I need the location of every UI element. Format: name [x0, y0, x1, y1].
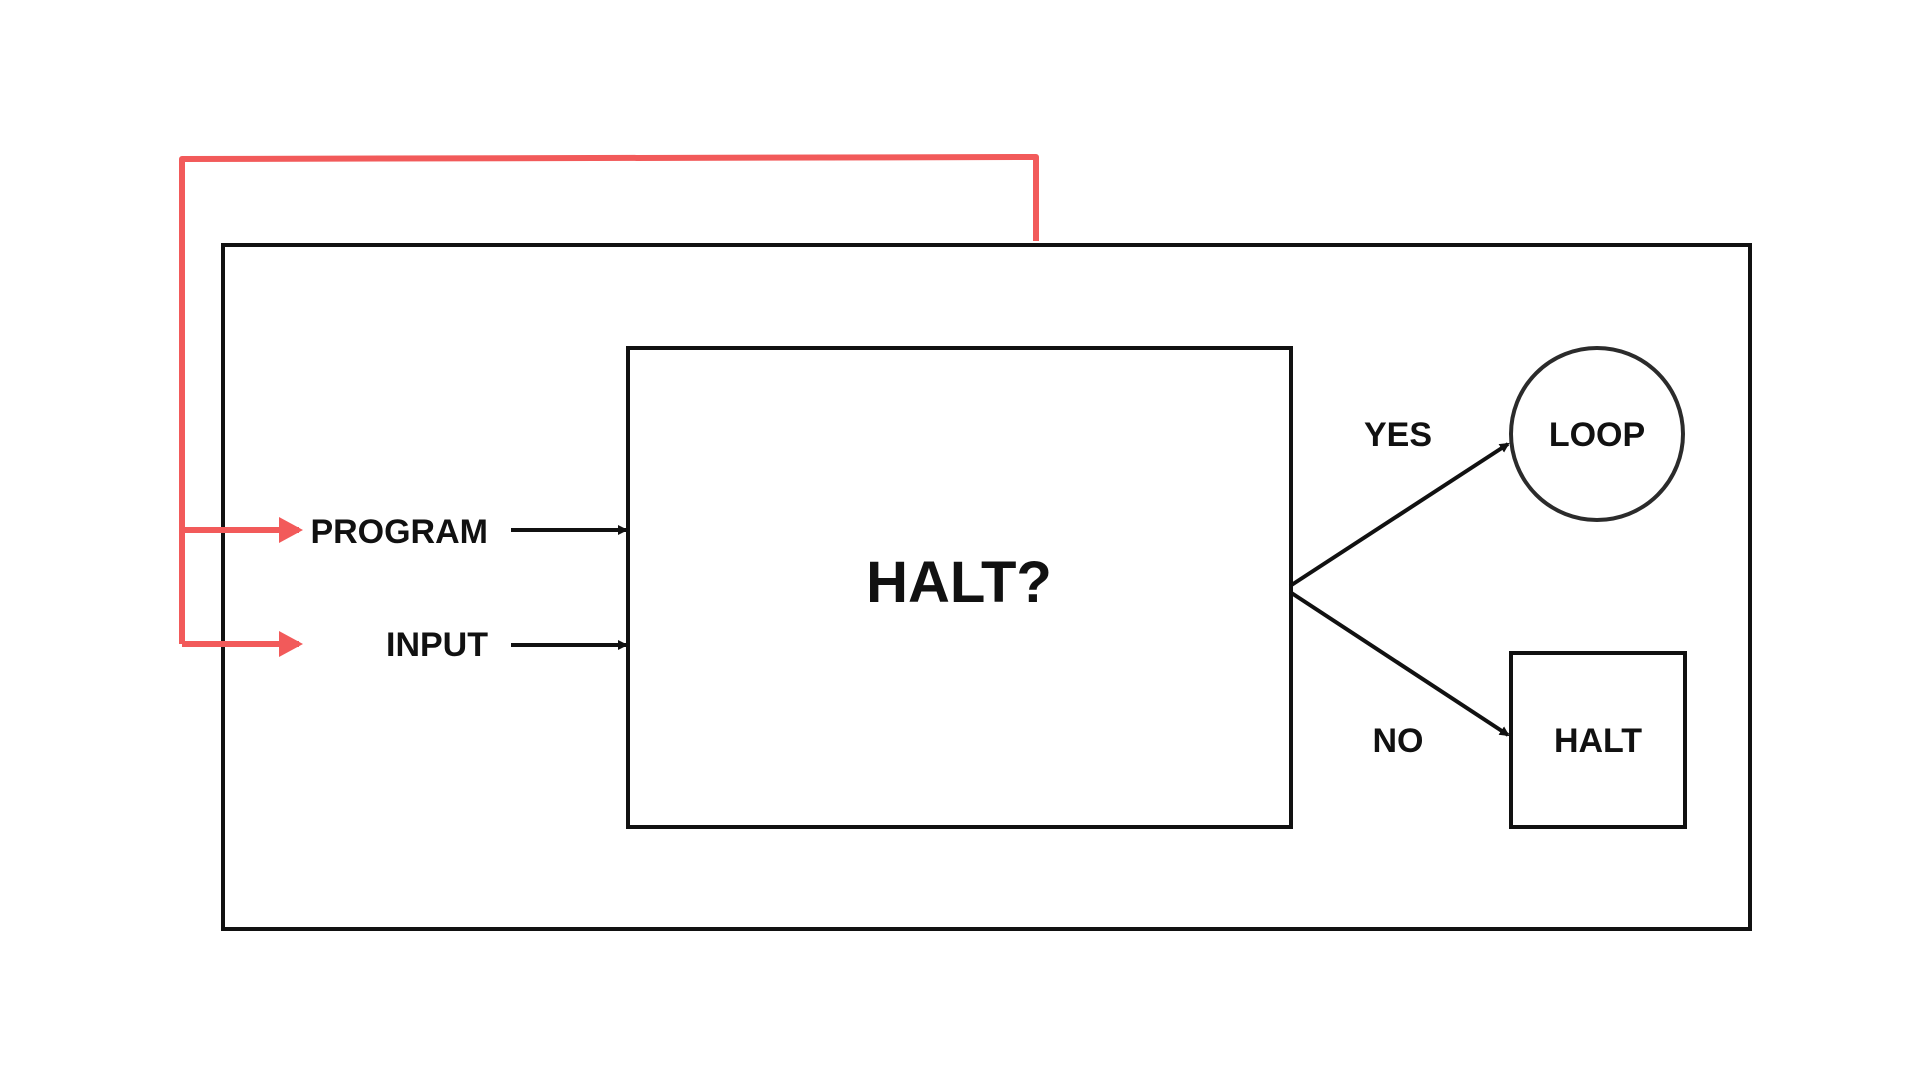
halt-label: HALT [1554, 722, 1642, 760]
input-label: INPUT [386, 626, 488, 664]
outer-machine-box [221, 243, 1752, 931]
no-branch-arrow [1288, 590, 1510, 737]
program-label: PROGRAM [310, 513, 488, 551]
yes-branch-arrow [1288, 442, 1510, 588]
halt-node [1509, 651, 1687, 829]
loop-label: LOOP [1549, 416, 1645, 454]
yes-label: YES [1364, 416, 1432, 454]
decision-label: HALT? [866, 550, 1052, 615]
feedback-line [179, 154, 1039, 644]
loop-node [1509, 346, 1685, 522]
no-label: NO [1373, 722, 1424, 760]
